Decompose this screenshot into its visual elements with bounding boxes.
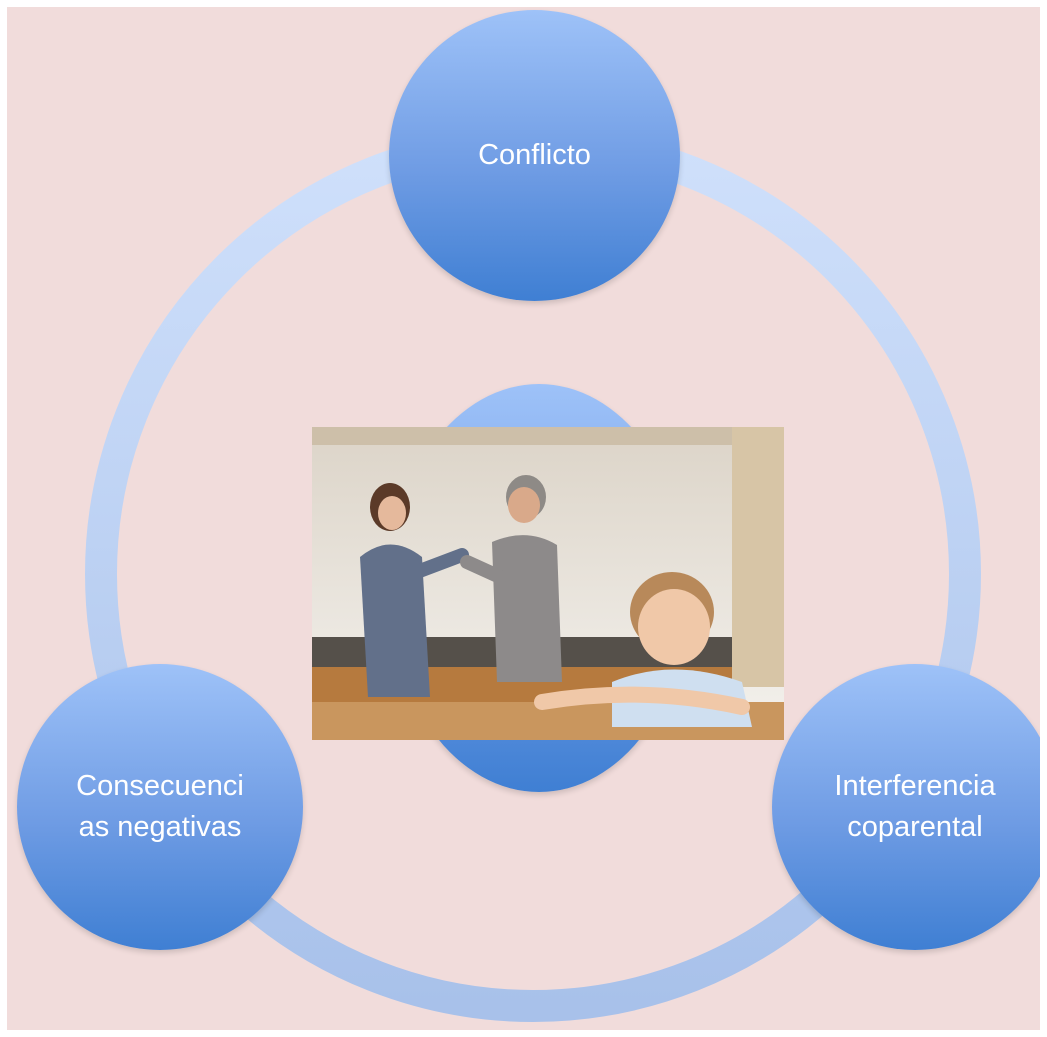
node-label-line: coparental [847,811,983,843]
node-conflicto: Conflicto [389,10,680,301]
node-label-line: Consecuenci [76,769,244,802]
node-label-line: Conflicto [478,138,591,171]
node-label-line: Interferencia [834,769,996,802]
node-consecuencias-negativas: Consecuenci as negativas [17,664,303,950]
family-argument-photo [312,427,784,740]
node-interferencia-coparental: Interferencia coparental [772,664,1040,950]
node-label-line: as negativas [78,811,242,843]
slide-canvas: Conflicto Interferencia coparental Conse… [7,7,1040,1030]
